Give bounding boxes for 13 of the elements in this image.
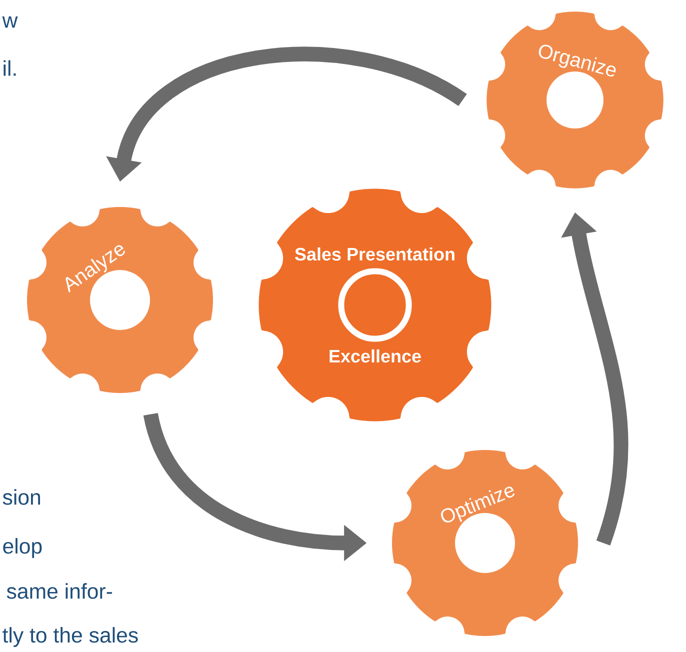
gear [486, 12, 664, 188]
body-text: il. [4, 60, 16, 76]
gear [27, 207, 213, 393]
gear [258, 188, 492, 422]
body-text: tly to the sales [2, 627, 138, 647]
gear-label: Sales Presentation [295, 247, 454, 261]
gear-label: Excellence [330, 349, 421, 363]
body-text: same infor- [6, 583, 112, 599]
gear-label: Organize [538, 44, 616, 76]
body-text: elop [3, 538, 42, 558]
body-text: sion [2, 489, 40, 505]
gear [392, 450, 578, 636]
body-text: w [2, 16, 18, 28]
